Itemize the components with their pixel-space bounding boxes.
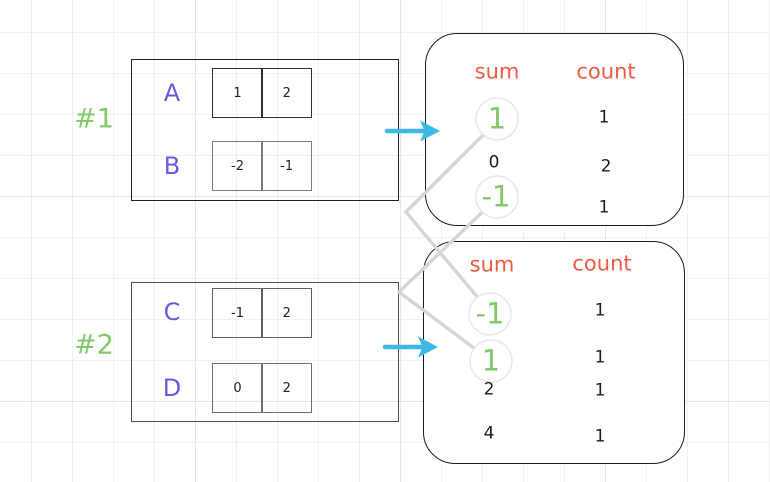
table-1-count-value: 2 — [600, 156, 612, 177]
table-2-count-value: 1 — [594, 380, 606, 401]
array-cell: -2 — [212, 141, 263, 191]
array-d-cells: 0 2 — [212, 363, 313, 413]
table-2-count-value: 1 — [594, 426, 606, 447]
table-2-count-header: count — [572, 251, 632, 276]
table-2-sum-value: 2 — [483, 379, 495, 400]
array-c-label: C — [163, 298, 181, 326]
table-2-sum-value: 1 — [481, 343, 501, 378]
table-1-count-header: count — [576, 59, 636, 84]
table-1-count-value: 1 — [598, 107, 610, 128]
group-2-label: #2 — [74, 329, 114, 361]
table-2-count-value: 1 — [594, 300, 606, 321]
table-1-sum-value: 1 — [487, 101, 507, 136]
array-a-label: A — [163, 79, 181, 107]
table-1-sum-value: 0 — [488, 152, 500, 173]
array-cell: -1 — [261, 141, 313, 191]
array-a-cells: 1 2 — [212, 68, 313, 118]
array-cell: 2 — [261, 363, 313, 413]
array-cell: 0 — [212, 363, 263, 413]
array-cell: 2 — [261, 68, 313, 118]
table-2-count-value: 1 — [594, 347, 606, 368]
array-cell: 1 — [212, 68, 263, 118]
array-cell: 2 — [261, 288, 313, 338]
array-d-label: D — [162, 374, 182, 402]
table-2-sum-header: sum — [469, 252, 515, 277]
table-2-sum-value: 4 — [483, 423, 495, 444]
array-cell: -1 — [212, 288, 263, 338]
array-c-cells: -1 2 — [212, 288, 313, 338]
table-1-count-value: 1 — [598, 197, 610, 218]
table-1-sum-header: sum — [474, 59, 520, 84]
array-b-cells: -2 -1 — [212, 141, 313, 191]
group-1-label: #1 — [74, 103, 114, 135]
array-b-label: B — [163, 152, 181, 180]
table-2-sum-value: -1 — [475, 296, 505, 331]
table-1-sum-value: -1 — [481, 179, 511, 214]
